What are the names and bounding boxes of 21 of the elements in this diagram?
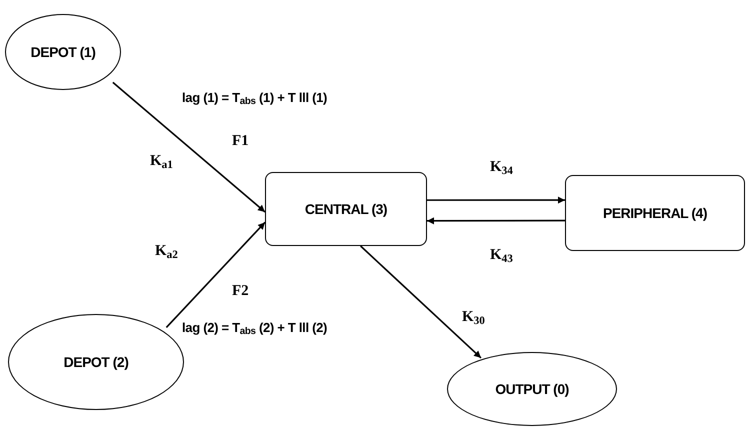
arrow bbox=[427, 196, 565, 204]
arrow bbox=[166, 222, 266, 328]
arrow bbox=[427, 217, 565, 224]
node-label: CENTRAL (3) bbox=[304, 200, 388, 219]
edge-label: K$_{43}$ bbox=[490, 246, 513, 266]
edge-label: K$_{a2}$ bbox=[155, 242, 178, 262]
node-label: DEPOT (1) bbox=[30, 42, 96, 62]
compartment-box bbox=[565, 175, 745, 251]
annotation-text: F2 bbox=[232, 282, 249, 301]
annotation-text: lag (1) = T$_{abs}$ (1) + T lll (1) bbox=[182, 89, 328, 108]
node-label: PERIPHERAL (4) bbox=[603, 204, 707, 223]
annotation-text: F1 bbox=[232, 132, 249, 151]
arrow bbox=[360, 245, 482, 358]
edge-label: K$_{30}$ bbox=[462, 308, 485, 328]
annotation-text: lag (2) = T$_{abs}$ (2) + T lll (2) bbox=[182, 319, 328, 338]
node-label: DEPOT (2) bbox=[64, 352, 128, 372]
edge-label: K$_{a1}$ bbox=[150, 152, 173, 172]
arrow bbox=[112, 82, 266, 213]
compartment-box bbox=[265, 172, 427, 246]
edge-label: K$_{34}$ bbox=[490, 158, 513, 178]
node-label: OUTPUT (0) bbox=[495, 380, 569, 399]
